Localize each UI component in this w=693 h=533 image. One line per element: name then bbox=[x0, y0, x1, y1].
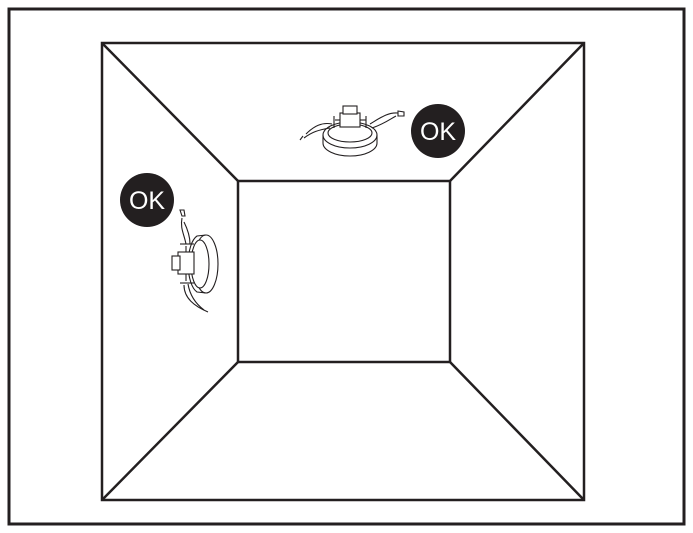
corner-line-bottom-left bbox=[101, 361, 239, 501]
corner-line-top-right bbox=[449, 42, 585, 182]
room-back-wall bbox=[236, 179, 452, 364]
room-corner-lines bbox=[101, 42, 585, 501]
smoke-detector-icon bbox=[171, 209, 219, 313]
outer-frame bbox=[7, 7, 686, 526]
room-outer-edge bbox=[100, 41, 586, 502]
ok-badge-wall: OK bbox=[120, 173, 174, 227]
corner-line-bottom-right bbox=[449, 361, 585, 501]
corner-line-top-left bbox=[101, 42, 239, 182]
ok-badge-wall-label: OK bbox=[129, 187, 165, 215]
smoke-detector-icon bbox=[299, 105, 405, 157]
ok-badge-ceiling-label: OK bbox=[420, 118, 456, 146]
ok-badge-ceiling: OK bbox=[411, 104, 465, 158]
